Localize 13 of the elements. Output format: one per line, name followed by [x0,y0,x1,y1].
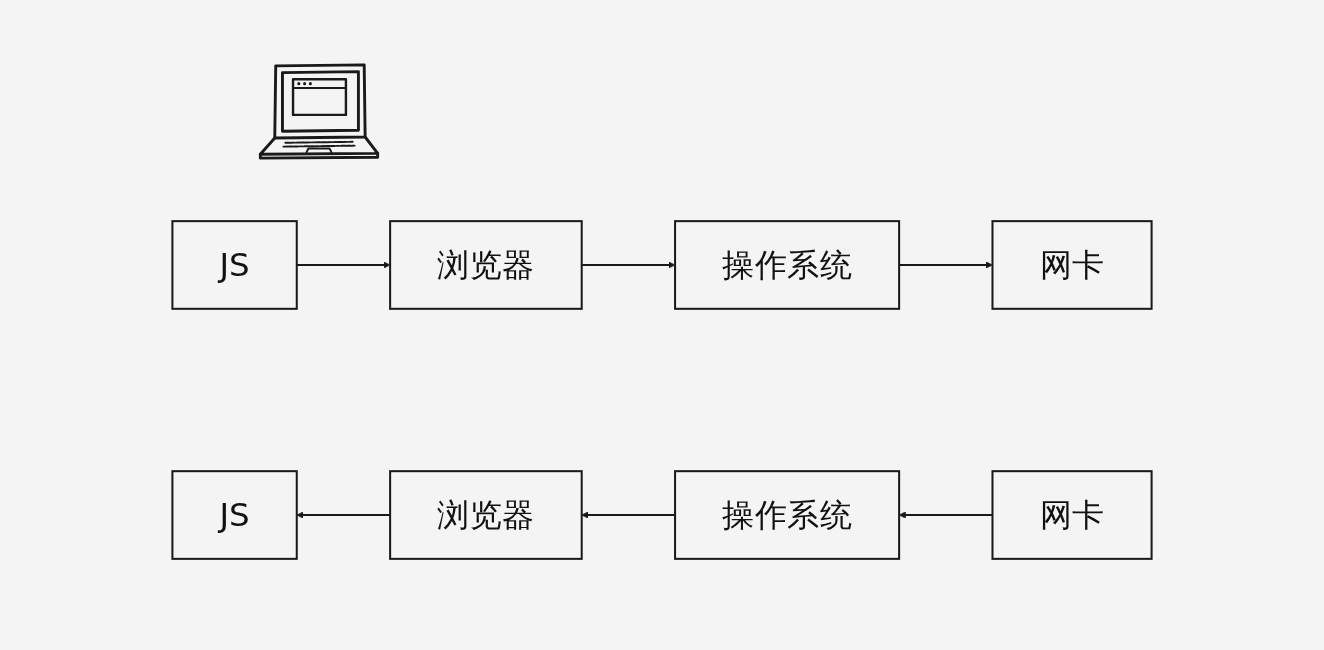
node-box: 网卡 [991,220,1153,310]
node-box: JS [171,220,298,310]
node-box: JS [171,470,298,560]
node-box: 操作系统 [674,470,901,560]
node-box: 操作系统 [674,220,901,310]
node-box: 浏览器 [389,220,583,310]
arrow [296,261,391,269]
arrow [899,261,993,269]
node-box: 网卡 [991,470,1153,560]
arrow [581,511,676,519]
arrow [296,511,391,519]
arrow [581,261,676,269]
node-box: 浏览器 [389,470,583,560]
